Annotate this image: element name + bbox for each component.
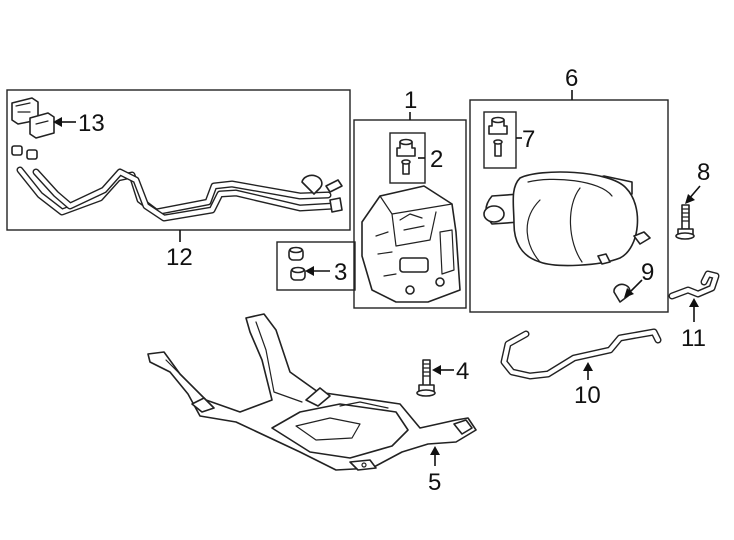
- callout-4[interactable]: 4: [456, 358, 469, 385]
- callout-9[interactable]: 9: [641, 259, 654, 286]
- canister-group-1: [353, 119, 467, 309]
- leader-lines: [53, 90, 701, 466]
- vapor-canister-part-6[interactable]: [483, 171, 651, 267]
- bolt-part-4[interactable]: [416, 359, 436, 397]
- callout-numbers: 1 2 3 4 5 6 7 8 9 10 11 12 13: [78, 65, 710, 496]
- callout-6[interactable]: 6: [565, 65, 578, 92]
- fuel-line-group-12: [6, 89, 351, 231]
- hose-part-10[interactable]: [500, 328, 662, 380]
- bushing-part-3[interactable]: [288, 246, 306, 281]
- group-box-3: [276, 241, 356, 291]
- canister-body-part-1[interactable]: [361, 185, 461, 303]
- callout-11[interactable]: 11: [681, 325, 706, 352]
- clip-part-13[interactable]: [11, 97, 55, 160]
- callout-8[interactable]: 8: [697, 159, 710, 186]
- fuel-line-tubes[interactable]: [16, 166, 343, 222]
- bracket-part-5[interactable]: [147, 313, 477, 471]
- bushing-group-3: [276, 241, 356, 291]
- callout-5[interactable]: 5: [428, 469, 441, 496]
- hose-part-11[interactable]: [668, 270, 720, 300]
- callout-2[interactable]: 2: [430, 146, 443, 173]
- bolt-part-8[interactable]: [675, 204, 695, 240]
- callout-10[interactable]: 10: [574, 382, 601, 409]
- grommet-part-2[interactable]: [396, 138, 416, 175]
- callout-1[interactable]: 1: [404, 87, 417, 114]
- group-box-7: [483, 111, 517, 169]
- callout-3[interactable]: 3: [334, 259, 347, 286]
- vapor-canister-group-6: [469, 99, 669, 313]
- grommet-part-7[interactable]: [488, 116, 508, 157]
- callout-7[interactable]: 7: [522, 126, 535, 153]
- callout-13[interactable]: 13: [78, 110, 105, 137]
- callout-12[interactable]: 12: [166, 244, 193, 271]
- group-box-6: [469, 99, 669, 313]
- group-box-12: [6, 89, 351, 231]
